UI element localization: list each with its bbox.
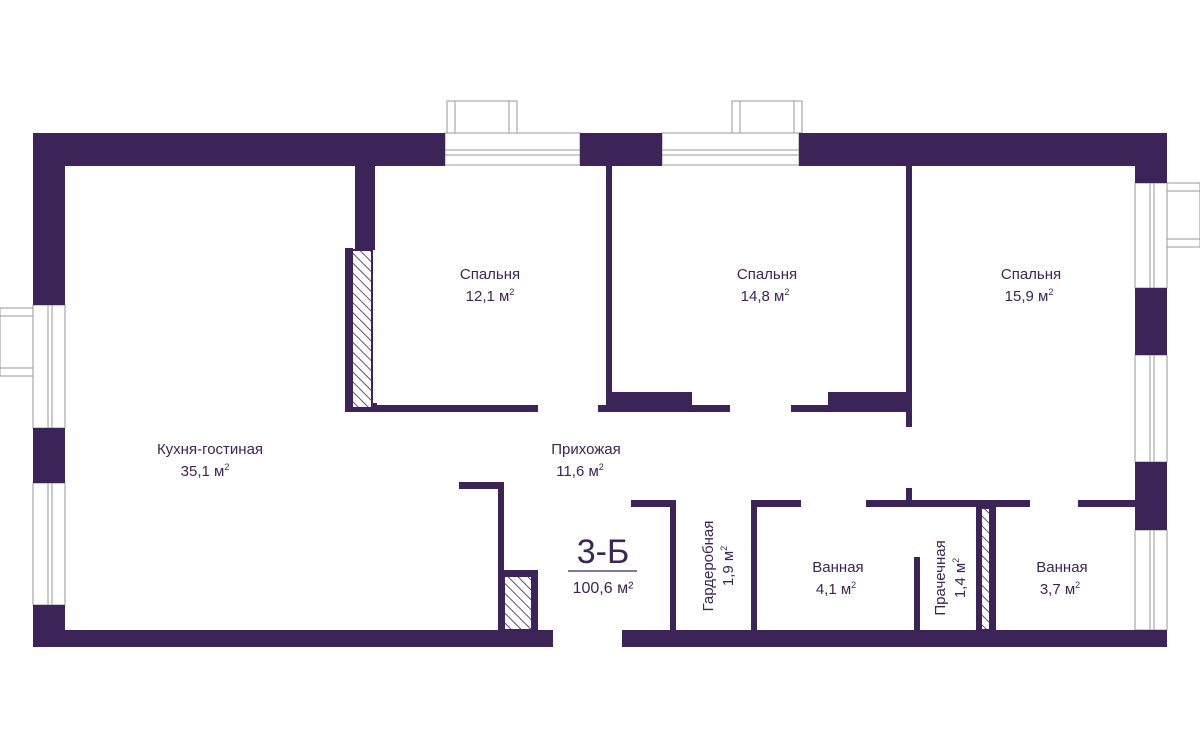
room-name: Спальня — [460, 266, 520, 283]
room-area: 35,1 м2 — [181, 462, 230, 480]
window-top-middle — [661, 100, 803, 166]
unit-code: 3-Б — [577, 533, 630, 571]
ventilation-shaft-laundry — [980, 507, 991, 631]
room-name: Спальня — [1001, 266, 1061, 283]
room-area: 4,1 м2 — [816, 580, 856, 598]
window-right — [1134, 182, 1200, 631]
room-hallway: Прихожая 11,6 м2 — [551, 441, 621, 480]
room-name: Спальня — [737, 266, 797, 283]
window-left — [0, 304, 66, 606]
unit-badge: 3-Б 100,6 м² — [568, 533, 637, 597]
room-bathroom-2: Ванная 3,7 м2 — [1036, 559, 1087, 598]
room-area: 3,7 м2 — [1040, 580, 1080, 598]
room-area: 11,6 м2 — [556, 462, 604, 480]
room-area: 1,9 м2 — [719, 546, 737, 586]
room-area: 14,8 м2 — [741, 287, 790, 305]
room-name: Ванная — [812, 559, 863, 576]
room-bedroom-2: Спальня 14,8 м2 — [737, 266, 797, 305]
interior-walls — [345, 166, 1135, 632]
room-kitchen-living: Кухня-гостиная 35,1 м2 — [157, 441, 263, 480]
room-wardrobe: Гардеробная 1,9 м2 — [700, 521, 737, 612]
room-bathroom-1: Ванная 4,1 м2 — [812, 559, 863, 598]
exterior-walls — [33, 133, 1167, 647]
room-name: Прачечная — [932, 540, 949, 615]
room-area: 1,4 м2 — [951, 558, 969, 598]
room-laundry: Прачечная 1,4 м2 — [932, 540, 969, 615]
room-bedroom-3: Спальня 15,9 м2 — [1001, 266, 1061, 305]
ventilation-shaft-bedroom — [351, 249, 373, 409]
room-bedroom-1: Спальня 12,1 м2 — [460, 266, 520, 305]
room-name: Гардеробная — [700, 521, 717, 612]
unit-total-area: 100,6 м² — [573, 580, 634, 597]
room-area: 12,1 м2 — [466, 287, 515, 305]
ventilation-shaft-hallway — [503, 575, 533, 631]
room-name: Кухня-гостиная — [157, 441, 263, 458]
window-top-left — [444, 100, 581, 166]
room-area: 15,9 м2 — [1005, 287, 1054, 305]
room-name: Прихожая — [551, 441, 621, 458]
room-name: Ванная — [1036, 559, 1087, 576]
